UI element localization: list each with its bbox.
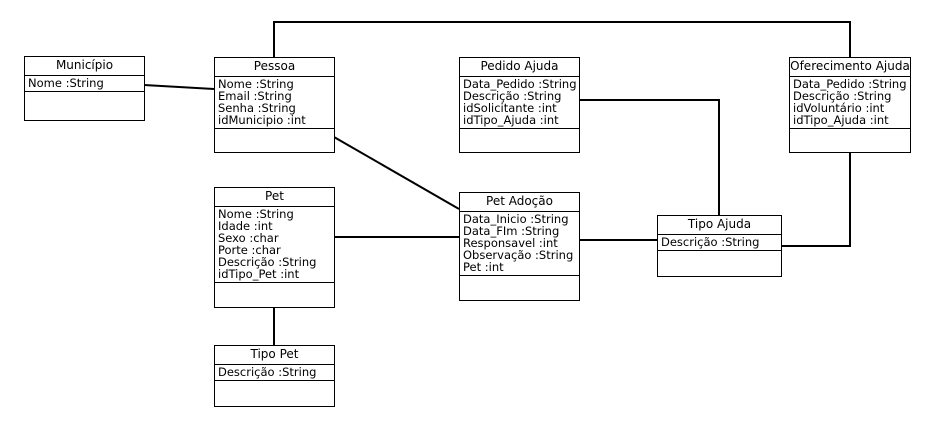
class-operations [215,283,334,307]
class-oferecimento-ajuda[interactable]: Oferecimento Ajuda Data_Pedido :String D… [789,57,911,153]
class-attributes: Descrição :String [215,365,334,381]
class-title: Tipo Pet [215,346,334,365]
class-attributes: Data_Pedido :String Descrição :String id… [790,77,910,129]
class-attribute: Nome :String [218,77,294,91]
class-pet[interactable]: Pet Nome :String Idade :int Sexo :char P… [214,187,335,308]
class-title: Tipo Ajuda [658,216,781,235]
class-attribute: Sexo :char [218,231,279,245]
class-attributes: Nome :String Idade :int Sexo :char Porte… [215,207,334,283]
class-attributes: Nome :String Email :String Senha :String… [215,77,334,129]
class-attributes: Data_Inicio :String Data_FIm :String Res… [460,212,579,276]
class-attributes: Data_Pedido :String Descrição :String id… [460,77,579,129]
class-attribute: Porte :char [218,243,281,257]
class-attribute: Nome :String [218,207,294,221]
class-title: Pet Adoção [460,193,579,212]
class-attribute: Idade :int [218,219,273,233]
class-title: Município [25,57,144,76]
class-operations [215,129,334,152]
class-attribute: Email :String [218,89,292,103]
class-attribute: Senha :String [218,101,296,115]
class-title: Pessoa [215,58,334,77]
class-attribute: idTipo_Ajuda :int [463,113,559,127]
class-title: Pedido Ajuda [460,58,579,77]
class-attribute: Data_Pedido :String [463,77,577,91]
class-attribute: Descrição :String [218,365,317,379]
class-attribute: idMunicipio :int [218,113,306,127]
class-attribute: idSolicitante :int [463,101,557,115]
class-attribute: Data_Inicio :String [463,212,569,226]
connector-pessoa-oferecimento-ajuda [273,21,851,57]
class-operations [460,276,579,300]
class-operations [215,381,334,406]
class-attribute: Responsavel :int [463,236,558,250]
connector-oferecimento-ajuda-tipo-ajuda [781,152,851,247]
class-operations [460,129,579,152]
class-attribute: Data_Pedido :String [793,77,907,91]
connector-pedido-ajuda-tipo-ajuda [579,99,720,215]
class-attributes: Descrição :String [658,235,781,251]
class-attribute: Pet :int [463,260,504,274]
class-attribute: Descrição :String [218,255,317,269]
class-attribute: Descrição :String [661,235,760,249]
class-operations [658,251,781,276]
class-tipo-pet[interactable]: Tipo Pet Descrição :String [214,345,335,407]
class-operations [790,129,910,152]
class-attributes: Nome :String [25,76,144,92]
class-pet-adocao[interactable]: Pet Adoção Data_Inicio :String Data_FIm … [459,192,580,301]
class-operations [25,92,144,120]
connector-municipio-pessoa [143,84,215,90]
class-pessoa[interactable]: Pessoa Nome :String Email :String Senha … [214,57,335,153]
class-attribute: Observação :String [463,248,574,262]
class-title: Pet [215,188,334,207]
class-pedido-ajuda[interactable]: Pedido Ajuda Data_Pedido :String Descriç… [459,57,580,153]
class-tipo-ajuda[interactable]: Tipo Ajuda Descrição :String [657,215,782,277]
class-attribute: idTipo_Pet :int [218,267,300,281]
class-attribute: Data_FIm :String [463,224,560,238]
class-title: Oferecimento Ajuda [790,58,910,77]
class-attribute: idTipo_Ajuda :int [793,113,889,127]
class-attribute: Nome :String [28,76,104,90]
connector-pessoa-pet-adocao [333,136,460,210]
class-attribute: idVoluntário :int [793,101,885,115]
class-attribute: Descrição :String [463,89,562,103]
class-municipio[interactable]: Município Nome :String [24,56,145,121]
class-attribute: Descrição :String [793,89,892,103]
